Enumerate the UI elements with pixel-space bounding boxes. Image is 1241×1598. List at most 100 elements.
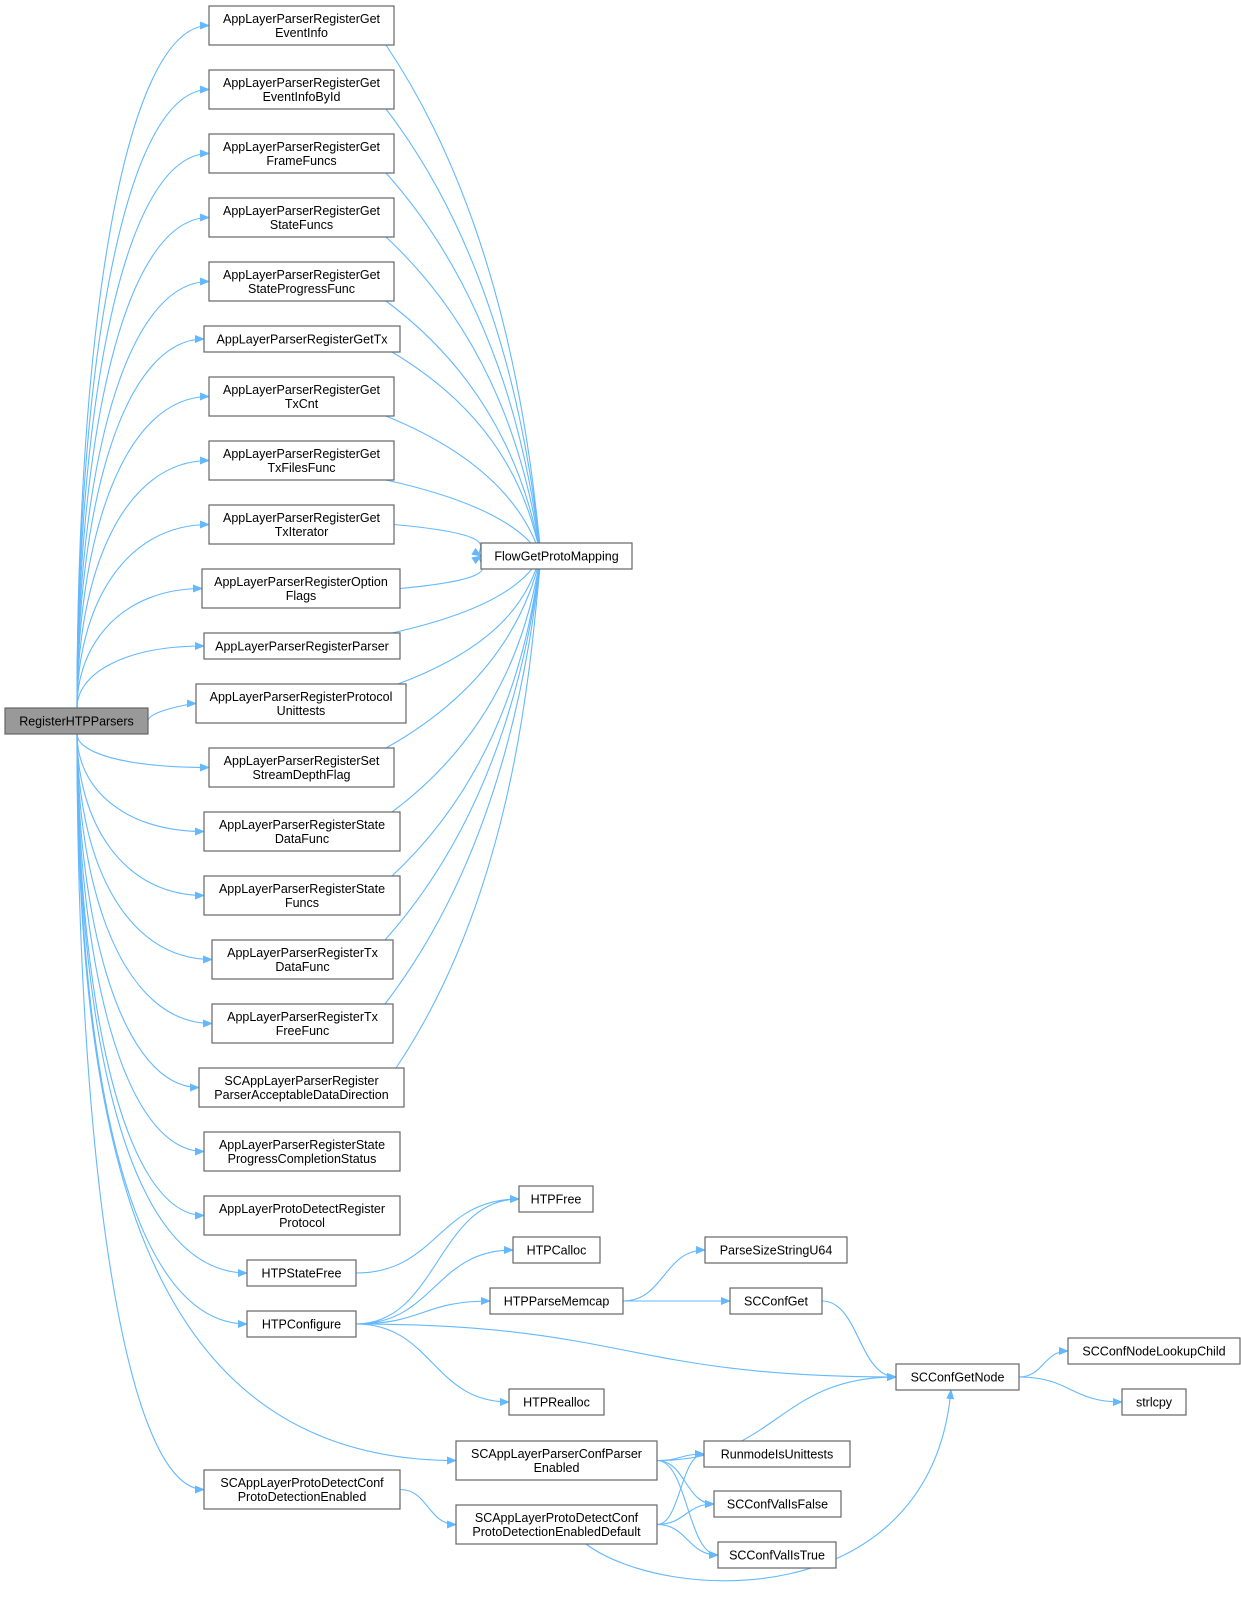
node-get-tx[interactable]: AppLayerParserRegisterGetTx	[203, 325, 401, 353]
node-sc-conf-val-is-true[interactable]: SCConfValIsTrue	[717, 1541, 837, 1569]
node-box	[512, 1236, 601, 1264]
node-label: HTPRealloc	[523, 1396, 590, 1410]
edge-register-htp-parsers-to-state-progress-completion	[76, 733, 205, 1156]
node-get-state-progress-func[interactable]: AppLayerParserRegisterGetStateProgressFu…	[208, 261, 395, 302]
node-htp-free[interactable]: HTPFree	[518, 1185, 594, 1213]
node-sc-proto-detect-default[interactable]: SCAppLayerProtoDetectConfProtoDetectionE…	[455, 1504, 658, 1545]
node-box	[208, 440, 395, 481]
node-sc-proto-detect-conf[interactable]: SCAppLayerProtoDetectConfProtoDetectionE…	[203, 1469, 401, 1510]
node-label: HTPConfigure	[262, 1318, 341, 1332]
edge-sc-proto-detect-default-to-sc-conf-get-node	[585, 1389, 955, 1582]
edge-sc-conf-get-to-sc-conf-get-node	[821, 1300, 897, 1381]
edge-htp-configure-to-htp-free	[355, 1195, 520, 1325]
node-sc-conf-get-node[interactable]: SCConfGetNode	[895, 1363, 1020, 1391]
node-htp-state-free[interactable]: HTPStateFree	[246, 1259, 357, 1287]
node-label: SCConfNodeLookupChild	[1082, 1345, 1225, 1359]
node-box	[208, 69, 395, 110]
edge-register-htp-parsers-to-get-event-info	[76, 21, 210, 709]
node-label: Funcs	[285, 896, 319, 910]
edge-protocol-unittests-to-flow-get-proto-mapping	[397, 555, 542, 685]
edge-sc-acceptable-dir-to-flow-get-proto-mapping	[395, 555, 545, 1069]
node-flow-get-proto-mapping[interactable]: FlowGetProtoMapping	[480, 542, 633, 570]
node-label: AppLayerParserRegisterGet	[223, 447, 381, 461]
node-box	[203, 1131, 401, 1172]
node-sc-acceptable-dir[interactable]: SCAppLayerParserRegisterParserAcceptable…	[198, 1067, 405, 1108]
node-state-progress-completion[interactable]: AppLayerParserRegisterStateProgressCompl…	[203, 1131, 401, 1172]
edge-option-flags-to-flow-get-proto-mapping	[399, 555, 484, 590]
node-box	[518, 1185, 594, 1213]
node-box	[455, 1504, 658, 1545]
node-label: AppLayerProtoDetectRegister	[219, 1202, 385, 1216]
node-box	[704, 1236, 848, 1264]
node-box	[203, 875, 401, 916]
node-htp-realloc[interactable]: HTPRealloc	[508, 1388, 605, 1416]
edge-tx-free-func-to-flow-get-proto-mapping	[384, 555, 544, 1005]
edge-sc-proto-detect-default-to-sc-conf-val-is-false	[656, 1500, 715, 1526]
node-box	[198, 1067, 405, 1108]
nodes-layer: RegisterHTPParsersAppLayerParserRegister…	[4, 5, 1241, 1569]
node-label: ProtoDetectionEnabledDefault	[472, 1525, 641, 1539]
node-label: HTPStateFree	[262, 1267, 342, 1281]
node-strlcpy[interactable]: strlcpy	[1121, 1388, 1187, 1416]
node-label: FrameFuncs	[266, 154, 336, 168]
node-box	[208, 5, 395, 46]
edge-state-funcs-to-flow-get-proto-mapping	[391, 555, 544, 877]
node-box	[246, 1259, 357, 1287]
node-label: strlcpy	[1136, 1396, 1173, 1410]
node-label: ParserAcceptableDataDirection	[214, 1088, 388, 1102]
node-box	[203, 325, 401, 353]
node-sc-conf-node-lookup-child[interactable]: SCConfNodeLookupChild	[1067, 1337, 1241, 1365]
edge-register-htp-parsers-to-get-frame-funcs	[76, 149, 210, 709]
node-box	[203, 811, 401, 852]
node-label: Protocol	[279, 1216, 325, 1230]
node-parser[interactable]: AppLayerParserRegisterParser	[203, 632, 401, 660]
edge-register-htp-parsers-to-get-tx-iterator	[76, 520, 210, 709]
node-box	[203, 1195, 401, 1236]
edge-htp-configure-to-htp-calloc	[355, 1246, 514, 1325]
node-label: TxIterator	[275, 525, 329, 539]
node-sc-conf-val-is-false[interactable]: SCConfValIsFalse	[713, 1490, 842, 1518]
node-register-htp-parsers[interactable]: RegisterHTPParsers	[4, 707, 149, 735]
edge-register-htp-parsers-to-get-event-info-by-id	[76, 85, 210, 709]
node-label: ProgressCompletionStatus	[228, 1152, 377, 1166]
node-label: AppLayerParserRegisterGet	[223, 511, 381, 525]
edge-get-tx-to-flow-get-proto-mapping	[391, 351, 543, 557]
node-box	[508, 1388, 605, 1416]
edge-state-data-func-to-flow-get-proto-mapping	[391, 555, 544, 813]
edge-tx-data-func-to-flow-get-proto-mapping	[384, 555, 544, 941]
node-label: AppLayerParserRegisterGet	[223, 204, 381, 218]
node-htp-parse-memcap[interactable]: HTPParseMemcap	[489, 1287, 624, 1315]
node-sc-conf-get[interactable]: SCConfGet	[729, 1287, 823, 1315]
node-label: ProtoDetectionEnabled	[238, 1490, 367, 1504]
node-htp-calloc[interactable]: HTPCalloc	[512, 1236, 601, 1264]
node-label: SCConfValIsFalse	[727, 1498, 828, 1512]
node-box	[1067, 1337, 1241, 1365]
edge-register-htp-parsers-to-tx-data-func	[76, 733, 213, 964]
node-box	[895, 1363, 1020, 1391]
node-parse-size-string-u64[interactable]: ParseSizeStringU64	[704, 1236, 848, 1264]
node-runmode-is-unittests[interactable]: RunmodeIsUnittests	[703, 1440, 851, 1468]
node-label: AppLayerParserRegisterOption	[214, 575, 388, 589]
node-htp-configure[interactable]: HTPConfigure	[246, 1310, 357, 1338]
edge-htp-parse-memcap-to-parse-size-string-u64	[622, 1246, 706, 1302]
node-label: TxCnt	[285, 397, 319, 411]
edge-register-htp-parsers-to-state-data-func	[76, 733, 205, 836]
node-label: Enabled	[534, 1461, 580, 1475]
